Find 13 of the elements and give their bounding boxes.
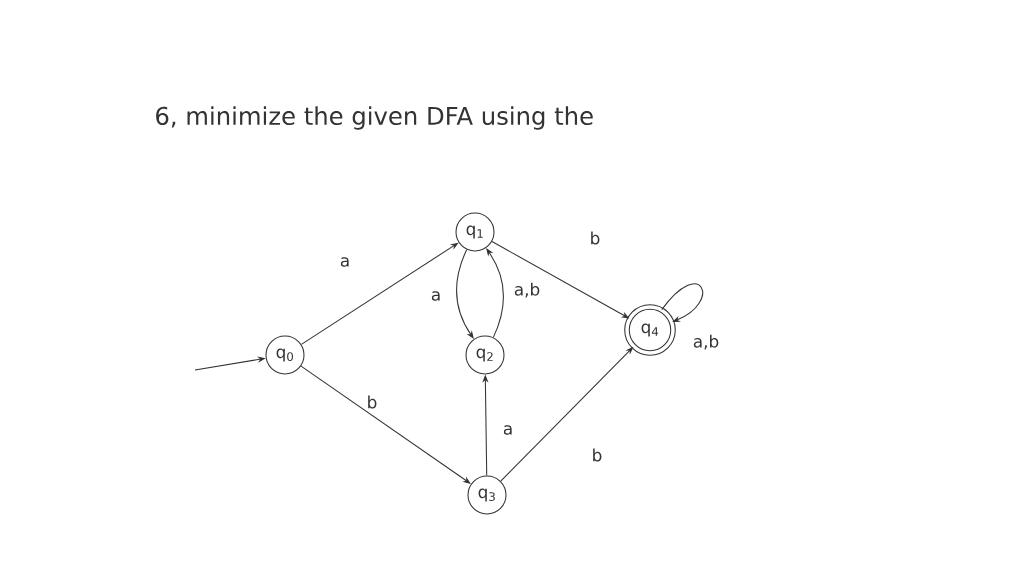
edge-label: b [593, 448, 602, 462]
arrow [486, 248, 504, 338]
edge-label: a [340, 257, 349, 267]
arrow [300, 365, 471, 484]
arrow [456, 249, 474, 339]
edge-label: b [591, 231, 600, 245]
loop-arrow [661, 283, 704, 322]
edge-label: a,b [693, 334, 719, 350]
edge-label: a [431, 291, 440, 301]
edge-label: a [503, 425, 512, 435]
edge-label: a,b [514, 282, 540, 298]
title: 6, minimize the given DFA using the [156, 106, 593, 130]
edge-label: b [368, 395, 377, 409]
